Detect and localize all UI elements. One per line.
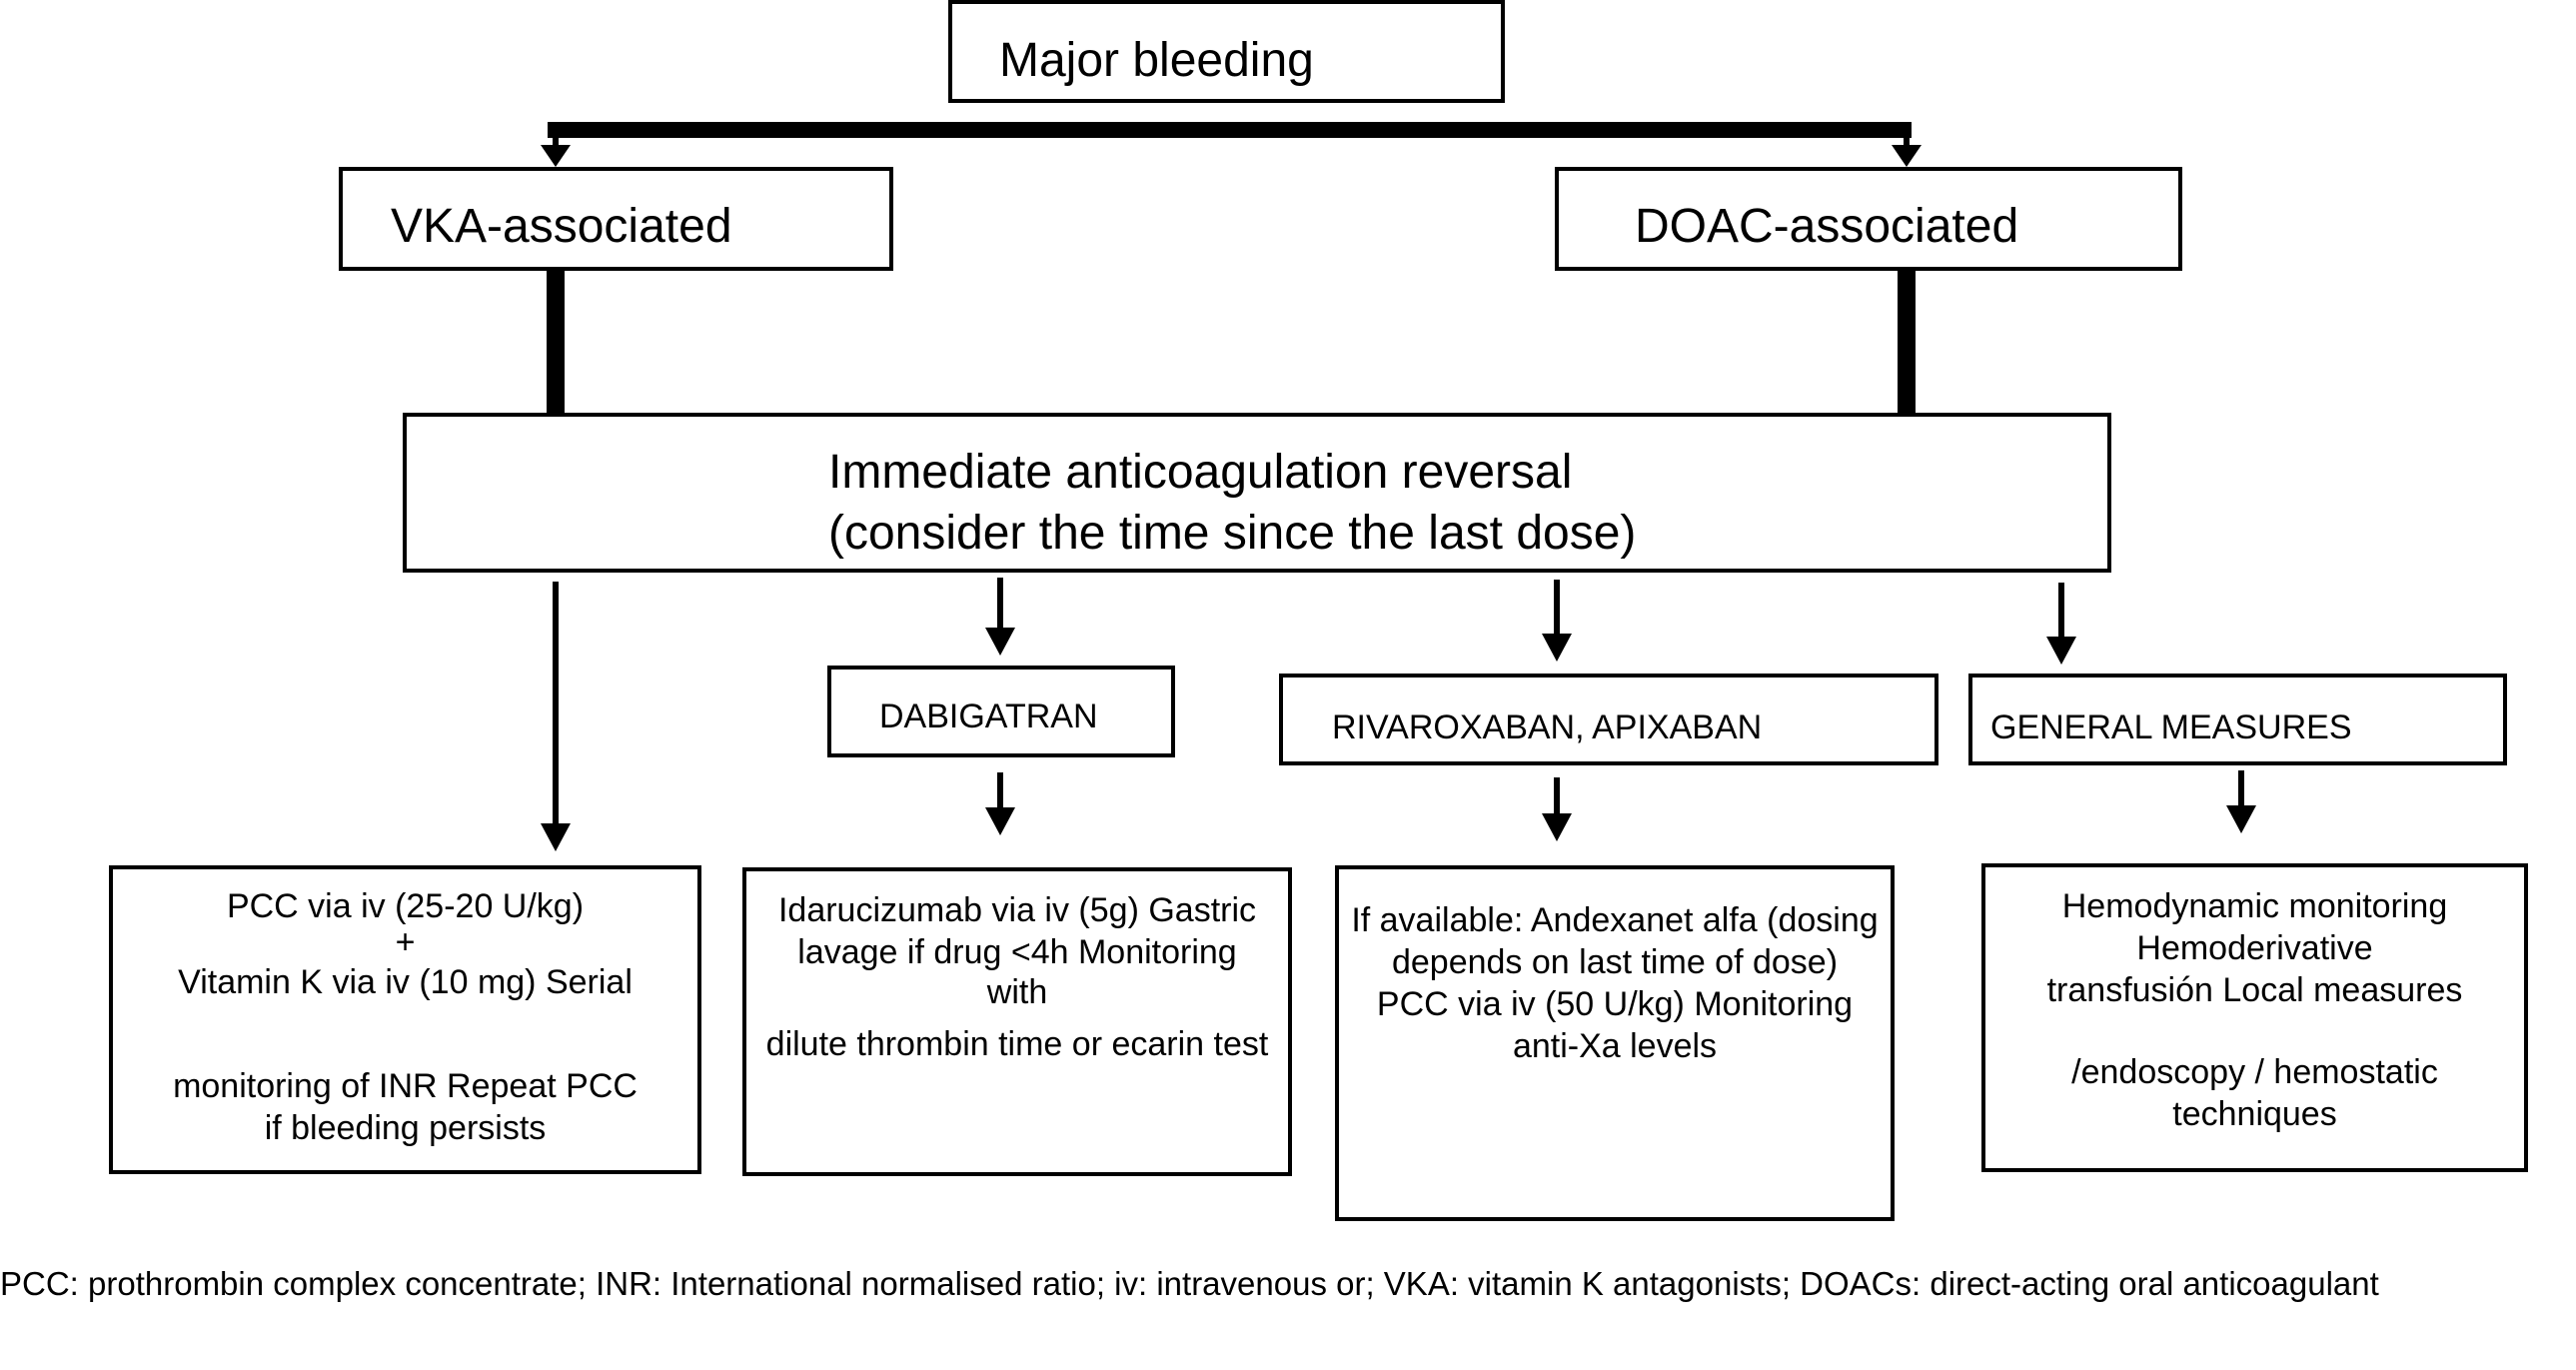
general-measures-line-3: transfusión Local measures [2046, 971, 2463, 1009]
dabigatran-to-idarucizumab-arrowhead [985, 807, 1015, 835]
rivaroxaban-treatment-text: If available: Andexanet alfa (dosing dep… [1339, 903, 1891, 1069]
doac-to-reversal [1898, 270, 1916, 415]
vka-treatment-line-2: + [395, 923, 416, 961]
vka-treatment-line-5: if bleeding persists [264, 1109, 547, 1147]
abbreviations-footnote: PCC: prothrombin complex concentrate; IN… [0, 1265, 2379, 1302]
dabigatran-treatment-line-3: with [986, 973, 1048, 1011]
anticoagulation-reversal-box: Immediate anticoagulation reversal (cons… [403, 413, 2111, 573]
rivaroxaban-treatment-line-4: anti-Xa levels [1512, 1027, 1718, 1065]
rivaroxaban-apixaban-box: RIVAROXABAN, APIXABAN [1279, 674, 1938, 765]
vka-to-reversal [547, 270, 565, 415]
doac-associated-box: DOAC-associated [1555, 167, 2182, 271]
vka-treatment-line-4: monitoring of INR Repeat PCC [173, 1067, 638, 1105]
dabigatran-treatment-box: Idarucizumab via iv (5g) Gastric lavage … [742, 867, 1292, 1176]
reversal-to-pcc-arrowhead [541, 823, 571, 851]
dabigatran-label: DABIGATRAN [879, 697, 1098, 735]
reversal-to-dabigatran-arrowhead [985, 628, 1015, 656]
general-measures-line-2: Hemoderivative [2136, 929, 2373, 967]
general-measures-label: GENERAL MEASURES [1990, 708, 2352, 746]
dabigatran-treatment-line-1: Idarucizumab via iv (5g) Gastric [777, 891, 1257, 929]
reversal-to-rivaroxaban-arrowhead [1542, 634, 1572, 662]
general-measures-line-4: /endoscopy / hemostatic [2071, 1053, 2438, 1091]
vka-treatment-line-3: Vitamin K via iv (10 mg) Serial [178, 963, 633, 1001]
general-measures-detail-text: Hemodynamic monitoring Hemoderivative tr… [1985, 889, 2524, 1137]
rivaroxaban-treatment-line-2: depends on last time of dose) [1391, 943, 1839, 981]
general-to-measures-arrowhead [2226, 805, 2256, 833]
reversal-to-general-arrowhead [2046, 637, 2076, 665]
vka-arrowhead [541, 145, 571, 167]
major-bleeding-box: Major bleeding [948, 0, 1505, 103]
vka-associated-box: VKA-associated [339, 167, 893, 271]
general-measures-detail-box: Hemodynamic monitoring Hemoderivative tr… [1981, 863, 2528, 1172]
rivaroxaban-treatment-line-1: If available: Andexanet alfa (dosing [1351, 901, 1879, 939]
rivaroxaban-apixaban-label: RIVAROXABAN, APIXABAN [1332, 708, 1763, 746]
vka-treatment-text: PCC via iv (25-20 U/kg) + Vitamin K via … [113, 889, 697, 1151]
dabigatran-box: DABIGATRAN [827, 666, 1175, 757]
vka-treatment-box: PCC via iv (25-20 U/kg) + Vitamin K via … [109, 865, 701, 1174]
dabigatran-treatment-line-4: dilute thrombin time or ecarin test [765, 1025, 1269, 1063]
dabigatran-treatment-text: Idarucizumab via iv (5g) Gastric lavage … [746, 893, 1288, 1067]
reversal-line-2: (consider the time since the last dose) [828, 507, 1637, 560]
doac-arrowhead [1892, 145, 1922, 167]
general-measures-box: GENERAL MEASURES [1968, 674, 2507, 765]
rivaroxaban-treatment-line-3: PCC via iv (50 U/kg) Monitoring [1376, 985, 1854, 1023]
vka-associated-label: VKA-associated [391, 200, 732, 253]
general-measures-line-5: techniques [2172, 1095, 2337, 1133]
reversal-line-1: Immediate anticoagulation reversal [828, 446, 1573, 499]
vka-treatment-line-1: PCC via iv (25-20 U/kg) [226, 887, 585, 925]
doac-associated-label: DOAC-associated [1635, 200, 2019, 253]
dabigatran-treatment-line-2: lavage if drug <4h Monitoring [797, 933, 1237, 971]
major-bleeding-label: Major bleeding [999, 34, 1314, 87]
general-measures-line-1: Hemodynamic monitoring [2061, 887, 2448, 925]
rivaroxaban-treatment-box: If available: Andexanet alfa (dosing dep… [1335, 865, 1895, 1221]
rivaroxaban-to-andexanet-arrowhead [1542, 813, 1572, 841]
